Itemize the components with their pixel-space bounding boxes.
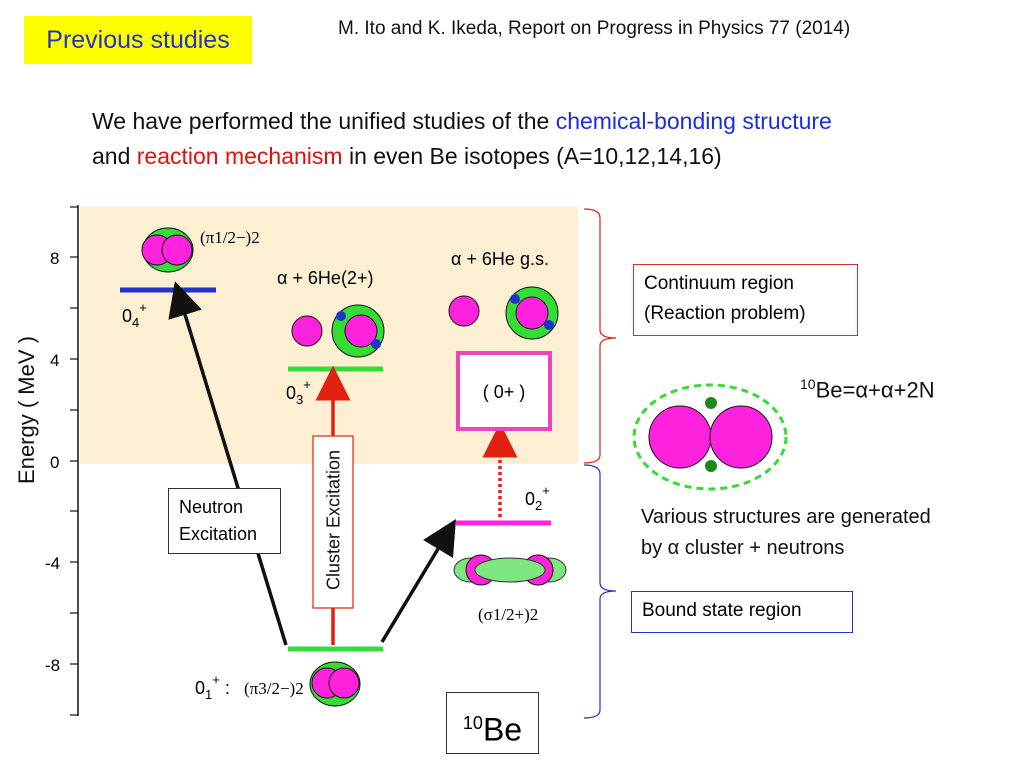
axis-ticks	[70, 206, 78, 716]
various-line2: by α cluster + neutrons	[641, 537, 845, 559]
intro-part3: in even Be isotopes (A=10,12,14,16)	[342, 143, 722, 169]
intro-part2: and	[92, 143, 137, 169]
pi12-config-label: (π1/2−)2	[200, 228, 260, 247]
cluster-pi12-picture	[141, 227, 194, 273]
cluster-alpha-he2-picture	[291, 304, 385, 358]
cluster-sigma-picture	[453, 554, 567, 586]
zero-plus-label: ( 0+ )	[483, 382, 526, 402]
bound-region-box: Bound state region	[631, 591, 853, 633]
sigma-config-label: (σ1/2+)2	[478, 605, 538, 624]
to-02-arrow	[380, 519, 457, 643]
intro-reaction-mechanism: reaction mechanism	[136, 143, 343, 169]
nucleus-mass: 10	[462, 713, 483, 733]
intro-chemical-bonding: chemical-bonding structure	[555, 108, 832, 134]
continuum-bracket	[583, 208, 617, 464]
zero-plus-box	[456, 351, 552, 431]
ground-config-label: (π3/2−)2	[244, 679, 304, 698]
section-tag: Previous studies	[24, 16, 252, 64]
energy-axis-label: Energy ( MeV )	[14, 336, 39, 484]
tick-label-minus4: -4	[45, 554, 60, 573]
ground-level-label: 01+ :	[195, 672, 230, 702]
cluster-alpha-gs-picture	[448, 286, 559, 340]
various-line1: Various structures are generated	[641, 506, 931, 528]
continuum-line1: Continuum region	[644, 273, 794, 294]
level-03-label: 03+	[286, 377, 311, 407]
intro-part1: We have performed the unified studies of…	[92, 108, 556, 134]
neutron-line2: Excitation	[179, 524, 258, 544]
cluster-excitation-box	[312, 435, 354, 609]
level-04-label: 04+	[122, 300, 147, 330]
nucleus-label-box: 10Be	[446, 692, 539, 754]
tick-label-minus8: -8	[45, 656, 60, 675]
neutron-line1: Neutron	[179, 497, 244, 517]
neutron-excitation-box: Neutron Excitation	[168, 488, 281, 554]
tick-label-4: 4	[50, 351, 59, 370]
continuum-line2: (Reaction problem)	[644, 303, 806, 324]
alpha-gs-label: α + 6He g.s.	[451, 249, 549, 269]
intro-text: We have performed the unified studies of…	[92, 104, 972, 174]
formula-rest: Be=α+α+2N	[815, 377, 935, 403]
tick-label-8: 8	[50, 249, 59, 268]
continuum-region-box: Continuum region (Reaction problem)	[633, 264, 858, 336]
level-02-label: 02+	[525, 483, 550, 513]
be10-structure-picture	[632, 383, 788, 491]
reference-citation: M. Ito and K. Ikeda, Report on Progress …	[338, 18, 851, 39]
nucleus-symbol: Be	[482, 711, 523, 748]
various-structures-text: Various structures are generated by α cl…	[641, 502, 1001, 564]
be10-formula: 10Be=α+α+2N	[800, 376, 935, 403]
level-diagram: 8 4 0 -4 -8 ( 0+ ) (π1/2−)2 α + 6He(2+) …	[45, 205, 788, 719]
cluster-excitation-label: Cluster Excitation	[323, 449, 344, 591]
formula-mass: 10	[800, 376, 816, 392]
alpha-he2-label: α + 6He(2+)	[277, 268, 373, 288]
bound-bracket	[583, 464, 617, 719]
cluster-ground-picture	[309, 661, 361, 707]
tick-label-0: 0	[50, 453, 59, 472]
neutron-excitation-arrow	[168, 281, 288, 646]
